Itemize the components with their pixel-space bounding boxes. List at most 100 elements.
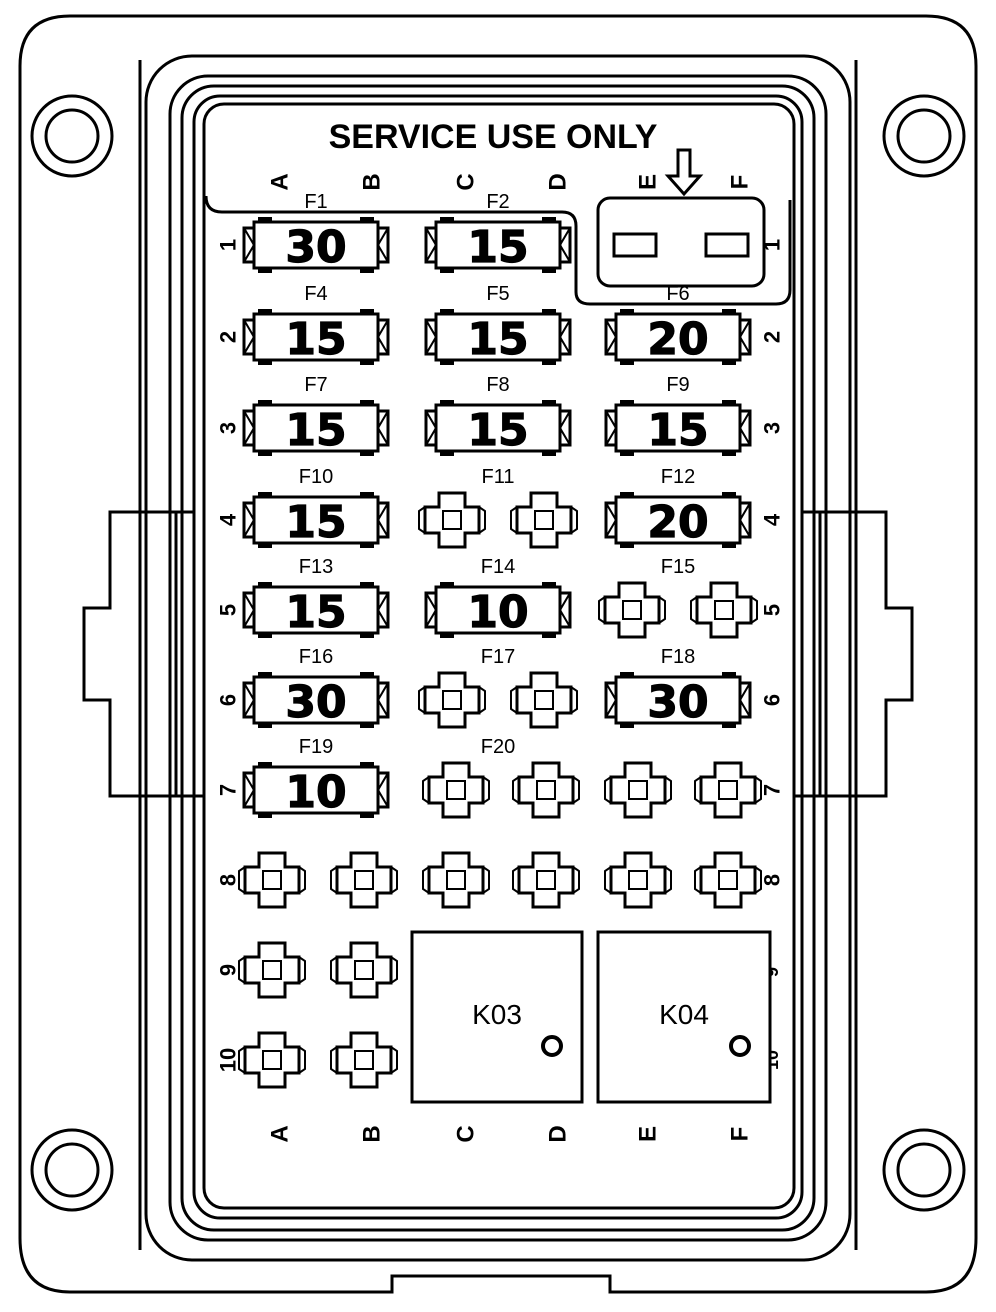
fuse-label-f15: F15 — [661, 556, 695, 578]
fuse-f14: 10 — [424, 582, 572, 639]
row-label-left-8: 8 — [216, 874, 241, 886]
row-label-right-3: 3 — [760, 422, 785, 434]
service-slot-f — [704, 232, 750, 258]
cavity-row8-c — [422, 851, 490, 909]
cavity-f20-e — [604, 761, 672, 819]
row-label-left-10: 10 — [216, 1048, 241, 1072]
fuse-label-f13: F13 — [299, 556, 333, 578]
cavity-row10-b — [330, 1031, 398, 1089]
fuse-f2: 15 — [424, 217, 572, 274]
cavity-f11-b — [510, 491, 578, 549]
title-service-use-only: SERVICE USE ONLY — [329, 118, 658, 156]
cavity-f11-a — [418, 491, 486, 549]
column-label-bottom-A: A — [267, 1125, 294, 1142]
fuse-label-f7: F7 — [304, 374, 327, 396]
fuse-f13: 15 — [242, 582, 390, 639]
cavity-row8-b — [330, 851, 398, 909]
row-label-right-5: 5 — [760, 604, 785, 616]
arrow-down-icon — [664, 148, 704, 197]
service-connector-block — [596, 196, 766, 288]
cover-frame-inner — [202, 102, 796, 1210]
row-label-left-7: 7 — [216, 784, 241, 796]
fuse-rating-f19: 10 — [285, 767, 346, 818]
fuse-rating-f14: 10 — [467, 587, 528, 638]
fuse-f4: 15 — [242, 309, 390, 366]
fuse-f9: 15 — [604, 400, 752, 457]
fuse-rating-f6: 20 — [647, 314, 708, 365]
fuse-label-f12: F12 — [661, 466, 695, 488]
row-label-right-8: 8 — [760, 874, 785, 886]
column-label-bottom-F: F — [727, 1127, 754, 1142]
fuse-f12: 20 — [604, 492, 752, 549]
cavity-f20-d — [512, 761, 580, 819]
fuse-label-f8: F8 — [486, 374, 509, 396]
fuse-rating-f18: 30 — [647, 677, 708, 728]
housing-outline — [18, 14, 978, 1294]
relay-label-k04: K04 — [659, 999, 709, 1030]
fuse-f7: 15 — [242, 400, 390, 457]
fuse-rating-f2: 15 — [467, 222, 528, 273]
fuse-label-f5: F5 — [486, 283, 509, 305]
cover-frame-outer — [144, 54, 852, 1262]
mount-hole-top-left — [30, 94, 114, 178]
cavity-f17-a — [418, 671, 486, 729]
row-label-left-3: 3 — [216, 422, 241, 434]
fuse-label-f11: F11 — [482, 466, 515, 488]
fuse-f10: 15 — [242, 492, 390, 549]
side-latch-left — [82, 510, 204, 798]
fuse-rating-f5: 15 — [467, 314, 528, 365]
fuse-label-f1: F1 — [304, 191, 327, 213]
side-latch-right — [794, 510, 914, 798]
fuse-rating-f10: 15 — [285, 497, 346, 548]
row-label-right-4: 4 — [760, 513, 785, 526]
fuse-label-f20: F20 — [481, 736, 515, 758]
column-label-top-B: B — [359, 173, 386, 190]
row-label-right-9: 9 — [762, 967, 782, 977]
fuse-label-f19: F19 — [299, 736, 333, 758]
fuse-rating-f1: 30 — [285, 222, 346, 273]
column-label-bottom-D: D — [545, 1125, 572, 1142]
fuse-f1: 30 — [242, 217, 390, 274]
mount-hole-bottom-left — [30, 1128, 114, 1212]
mount-hole-bottom-right — [882, 1128, 966, 1212]
column-label-top-C: C — [453, 173, 480, 190]
fuse-f8: 15 — [424, 400, 572, 457]
fuse-label-f18: F18 — [661, 646, 695, 668]
cavity-row9-a — [238, 941, 306, 999]
row-label-right-1: 1 — [760, 239, 785, 251]
fuse-rating-f16: 30 — [285, 677, 346, 728]
cavity-row8-d — [512, 851, 580, 909]
cavity-f15-b — [690, 581, 758, 639]
column-label-top-D: D — [545, 173, 572, 190]
fuse-rating-f7: 15 — [285, 405, 346, 456]
fuse-f5: 15 — [424, 309, 572, 366]
row-label-left-6: 6 — [216, 694, 241, 706]
mount-hole-top-right — [882, 94, 966, 178]
fuse-label-f17: F17 — [481, 646, 515, 668]
fuse-label-f14: F14 — [481, 556, 515, 578]
cavity-f15-a — [598, 581, 666, 639]
cavity-row9-b — [330, 941, 398, 999]
fuse-label-f2: F2 — [486, 191, 509, 213]
fuse-rating-f13: 15 — [285, 587, 346, 638]
fuse-f6: 20 — [604, 309, 752, 366]
cavity-f20-f — [694, 761, 762, 819]
column-label-top-F: F — [727, 175, 754, 190]
column-label-bottom-E: E — [635, 1126, 662, 1142]
fuse-label-f9: F9 — [666, 374, 689, 396]
column-label-top-E: E — [635, 174, 662, 190]
service-slot-e — [612, 232, 658, 258]
cavity-f20-c — [422, 761, 490, 819]
relay-label-k03: K03 — [472, 999, 522, 1030]
row-label-right-2: 2 — [760, 331, 785, 343]
fuse-rating-f12: 20 — [647, 497, 708, 548]
fuse-f16: 30 — [242, 672, 390, 729]
row-label-left-5: 5 — [216, 604, 241, 616]
fuse-rating-f4: 15 — [285, 314, 346, 365]
relay-k03: K03 — [410, 930, 584, 1104]
cavity-row8-a — [238, 851, 306, 909]
row-label-left-4: 4 — [216, 513, 241, 526]
fuse-f18: 30 — [604, 672, 752, 729]
